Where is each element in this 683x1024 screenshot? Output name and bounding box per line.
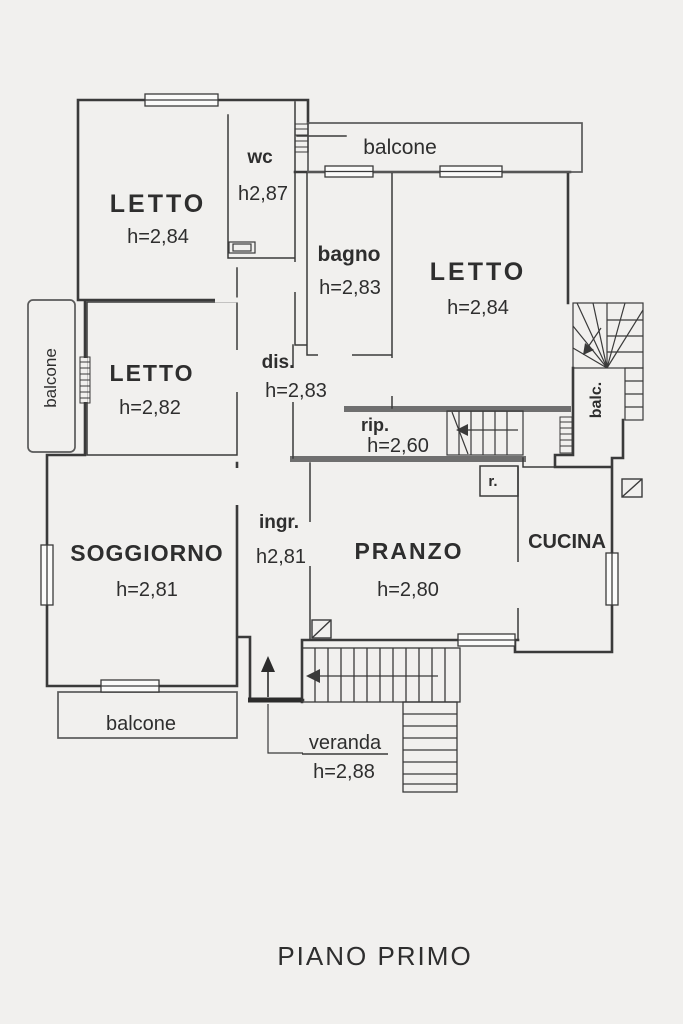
room-height-veranda: h=2,88 [313, 761, 375, 783]
external-stair-lower-flight [402, 701, 458, 793]
room-label-wc: wc [246, 147, 273, 168]
room-height-letto-top-right: h=2,84 [447, 297, 509, 319]
room-height-disimpegno: h=2,83 [265, 380, 327, 402]
room-height-pranzo: h=2,80 [377, 579, 439, 601]
room-label-ripostiglio-small: r. [488, 473, 497, 490]
thick-walls [290, 406, 571, 462]
wc-sink [228, 241, 256, 254]
room-height-wc: h2,87 [238, 183, 288, 205]
flue-right [621, 478, 643, 498]
room-label-letto-top-left: LETTO [110, 190, 206, 218]
room-label-balcone-left: balcone [41, 348, 60, 408]
room-label-soggiorno: SOGGIORNO [70, 540, 223, 566]
window-cucina-right [605, 552, 619, 606]
room-height-ripostiglio: h=2,60 [367, 435, 429, 457]
room-label-disimpegno: dis. [262, 352, 295, 373]
room-label-ingresso: ingr. [259, 512, 299, 533]
room-label-pranzo: PRANZO [354, 538, 463, 564]
window-soggiorno-bottom [100, 679, 160, 693]
room-label-balcone-right: balc. [588, 382, 605, 418]
room-height-letto-top-left: h=2,84 [127, 226, 189, 248]
door-openings [82, 262, 521, 608]
windows [40, 93, 619, 693]
external-stair-upper-flight [301, 647, 461, 703]
room-label-ripostiglio: rip. [361, 415, 389, 435]
flue-pranzo [311, 619, 332, 639]
room-label-bagno: bagno [318, 243, 381, 266]
room-height-soggiorno: h=2,81 [116, 579, 178, 601]
window-pranzo-bottom [457, 633, 516, 647]
window-bagno-balcone [324, 165, 374, 178]
window-soggiorno-left [40, 544, 54, 606]
right-steps [624, 367, 644, 421]
plan-title: PIANO PRIMO [277, 941, 472, 971]
window-letto-balcone [439, 165, 503, 178]
flue-symbols [311, 478, 643, 639]
door-balcone-left [79, 356, 91, 404]
balcone-top-outline [307, 122, 583, 173]
stair-direction-arrow [306, 669, 438, 683]
room-labels: LETTO h=2,84 wc h2,87 balcone bagno h=2,… [41, 136, 606, 783]
room-label-letto-mid-left: LETTO [110, 360, 195, 386]
internal-stair [446, 410, 524, 456]
room-height-ingresso: h2,81 [256, 546, 306, 568]
balcone-left-outline [27, 299, 76, 453]
entrance-arrow [261, 656, 275, 697]
room-height-letto-mid-left: h=2,82 [119, 397, 181, 419]
room-height-bagno: h=2,83 [319, 277, 381, 299]
winder-stair [572, 302, 644, 369]
room-label-cucina: CUCINA [528, 531, 606, 553]
door-balcone-right [559, 416, 573, 454]
hatched-openings [79, 123, 573, 454]
room-label-balcone-bottom: balcone [106, 713, 176, 735]
vent-wc [294, 123, 309, 153]
window-top-letto [144, 93, 219, 107]
room-label-balcone-top: balcone [363, 136, 437, 159]
room-label-veranda: veranda [309, 732, 382, 754]
room-label-letto-top-right: LETTO [430, 258, 526, 286]
veranda-leader-line [267, 704, 388, 755]
